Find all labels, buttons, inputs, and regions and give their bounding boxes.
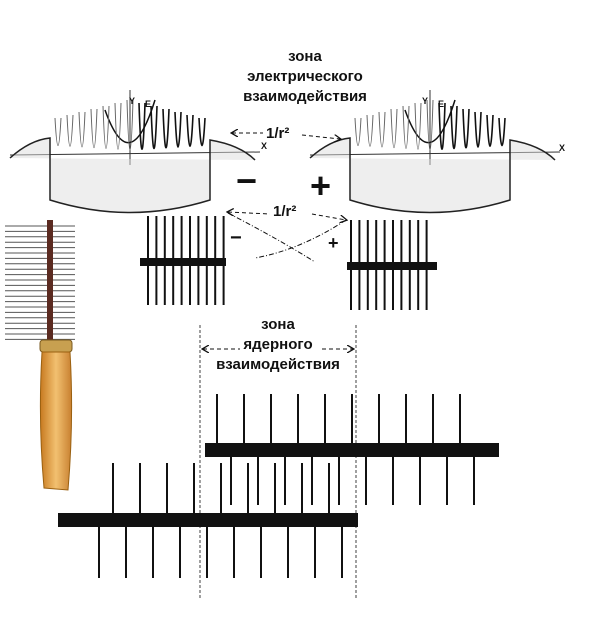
comb-spine: [140, 258, 226, 266]
wave-oscillation: [390, 108, 398, 148]
distance-law-top: 1/r²: [266, 125, 290, 142]
distance-arrow-right-2: [311, 213, 346, 220]
comb-photo: [5, 220, 75, 491]
positive-charge-sign: +: [310, 165, 332, 206]
wave-oscillation: [450, 105, 458, 149]
wave-oscillation: [114, 102, 122, 150]
wave-oscillation: [486, 114, 494, 148]
distance-law-middle: 1/r²: [273, 203, 297, 220]
axis-x-label-2: X: [559, 143, 566, 153]
negative-comb-sign: −: [230, 227, 242, 249]
wave-oscillation: [186, 114, 194, 148]
comb-handle: [39, 351, 73, 491]
wave-oscillation: [414, 102, 422, 150]
wave-oscillation: [354, 117, 362, 146]
positive-comb-sign: +: [328, 233, 339, 253]
axis-e-label: E: [145, 99, 152, 109]
wave-oscillation: [126, 99, 134, 151]
axis-x-label: X: [261, 141, 268, 151]
electric-zone-label: зона электрического взаимодействия: [225, 47, 385, 107]
wave-oscillation: [162, 108, 170, 149]
wave-oscillation: [198, 117, 206, 146]
large-comb-lower: [58, 463, 358, 578]
label-line: взаимодействия: [216, 356, 340, 373]
wave-graph-positive: [309, 90, 561, 214]
wave-oscillation: [138, 102, 146, 151]
wave-envelope: [309, 137, 556, 214]
wave-oscillation: [66, 114, 74, 147]
wave-oscillation: [378, 111, 386, 148]
axis-e-label-2: E: [438, 99, 445, 109]
potential-curve: [404, 99, 456, 144]
wave-oscillation: [54, 117, 62, 146]
label-line: электрического: [247, 68, 363, 85]
small-comb-negative: [140, 216, 226, 305]
wave-oscillation: [438, 102, 446, 151]
wave-envelope: [9, 137, 256, 214]
distance-arrow-right: [301, 135, 340, 139]
wave-oscillation: [174, 111, 182, 148]
wave-oscillation: [426, 99, 434, 151]
wave-oscillation: [402, 105, 410, 149]
large-comb-upper: [205, 394, 499, 505]
wave-oscillation: [474, 111, 482, 148]
axis-y-label-2: Y: [422, 96, 429, 106]
wave-graph-negative: [9, 90, 261, 214]
small-comb-positive: [347, 220, 437, 310]
potential-curve: [104, 99, 156, 144]
wave-oscillation: [102, 105, 110, 149]
wave-oscillation: [90, 108, 98, 148]
comb-spine: [58, 513, 358, 527]
wave-oscillation: [498, 117, 506, 146]
axis-y-label: Y: [129, 96, 136, 106]
label-line: взаимодействия: [243, 88, 367, 105]
comb-spine: [347, 262, 437, 270]
distance-arrow-left-2: [228, 212, 271, 214]
falloff-curve-2: [254, 219, 347, 259]
wave-oscillation: [462, 108, 470, 149]
label-line: зона: [288, 48, 322, 65]
falloff-curve-1: [227, 212, 316, 263]
label-line: зона: [261, 316, 295, 333]
wave-oscillation: [78, 111, 86, 148]
label-line: ядерного: [243, 336, 313, 353]
wave-oscillation: [366, 114, 374, 147]
negative-charge-sign: −: [236, 160, 258, 201]
wave-oscillation: [150, 105, 158, 149]
nuclear-zone-label: зона ядерного взаимодействия: [200, 315, 356, 375]
comb-spine: [205, 443, 499, 457]
